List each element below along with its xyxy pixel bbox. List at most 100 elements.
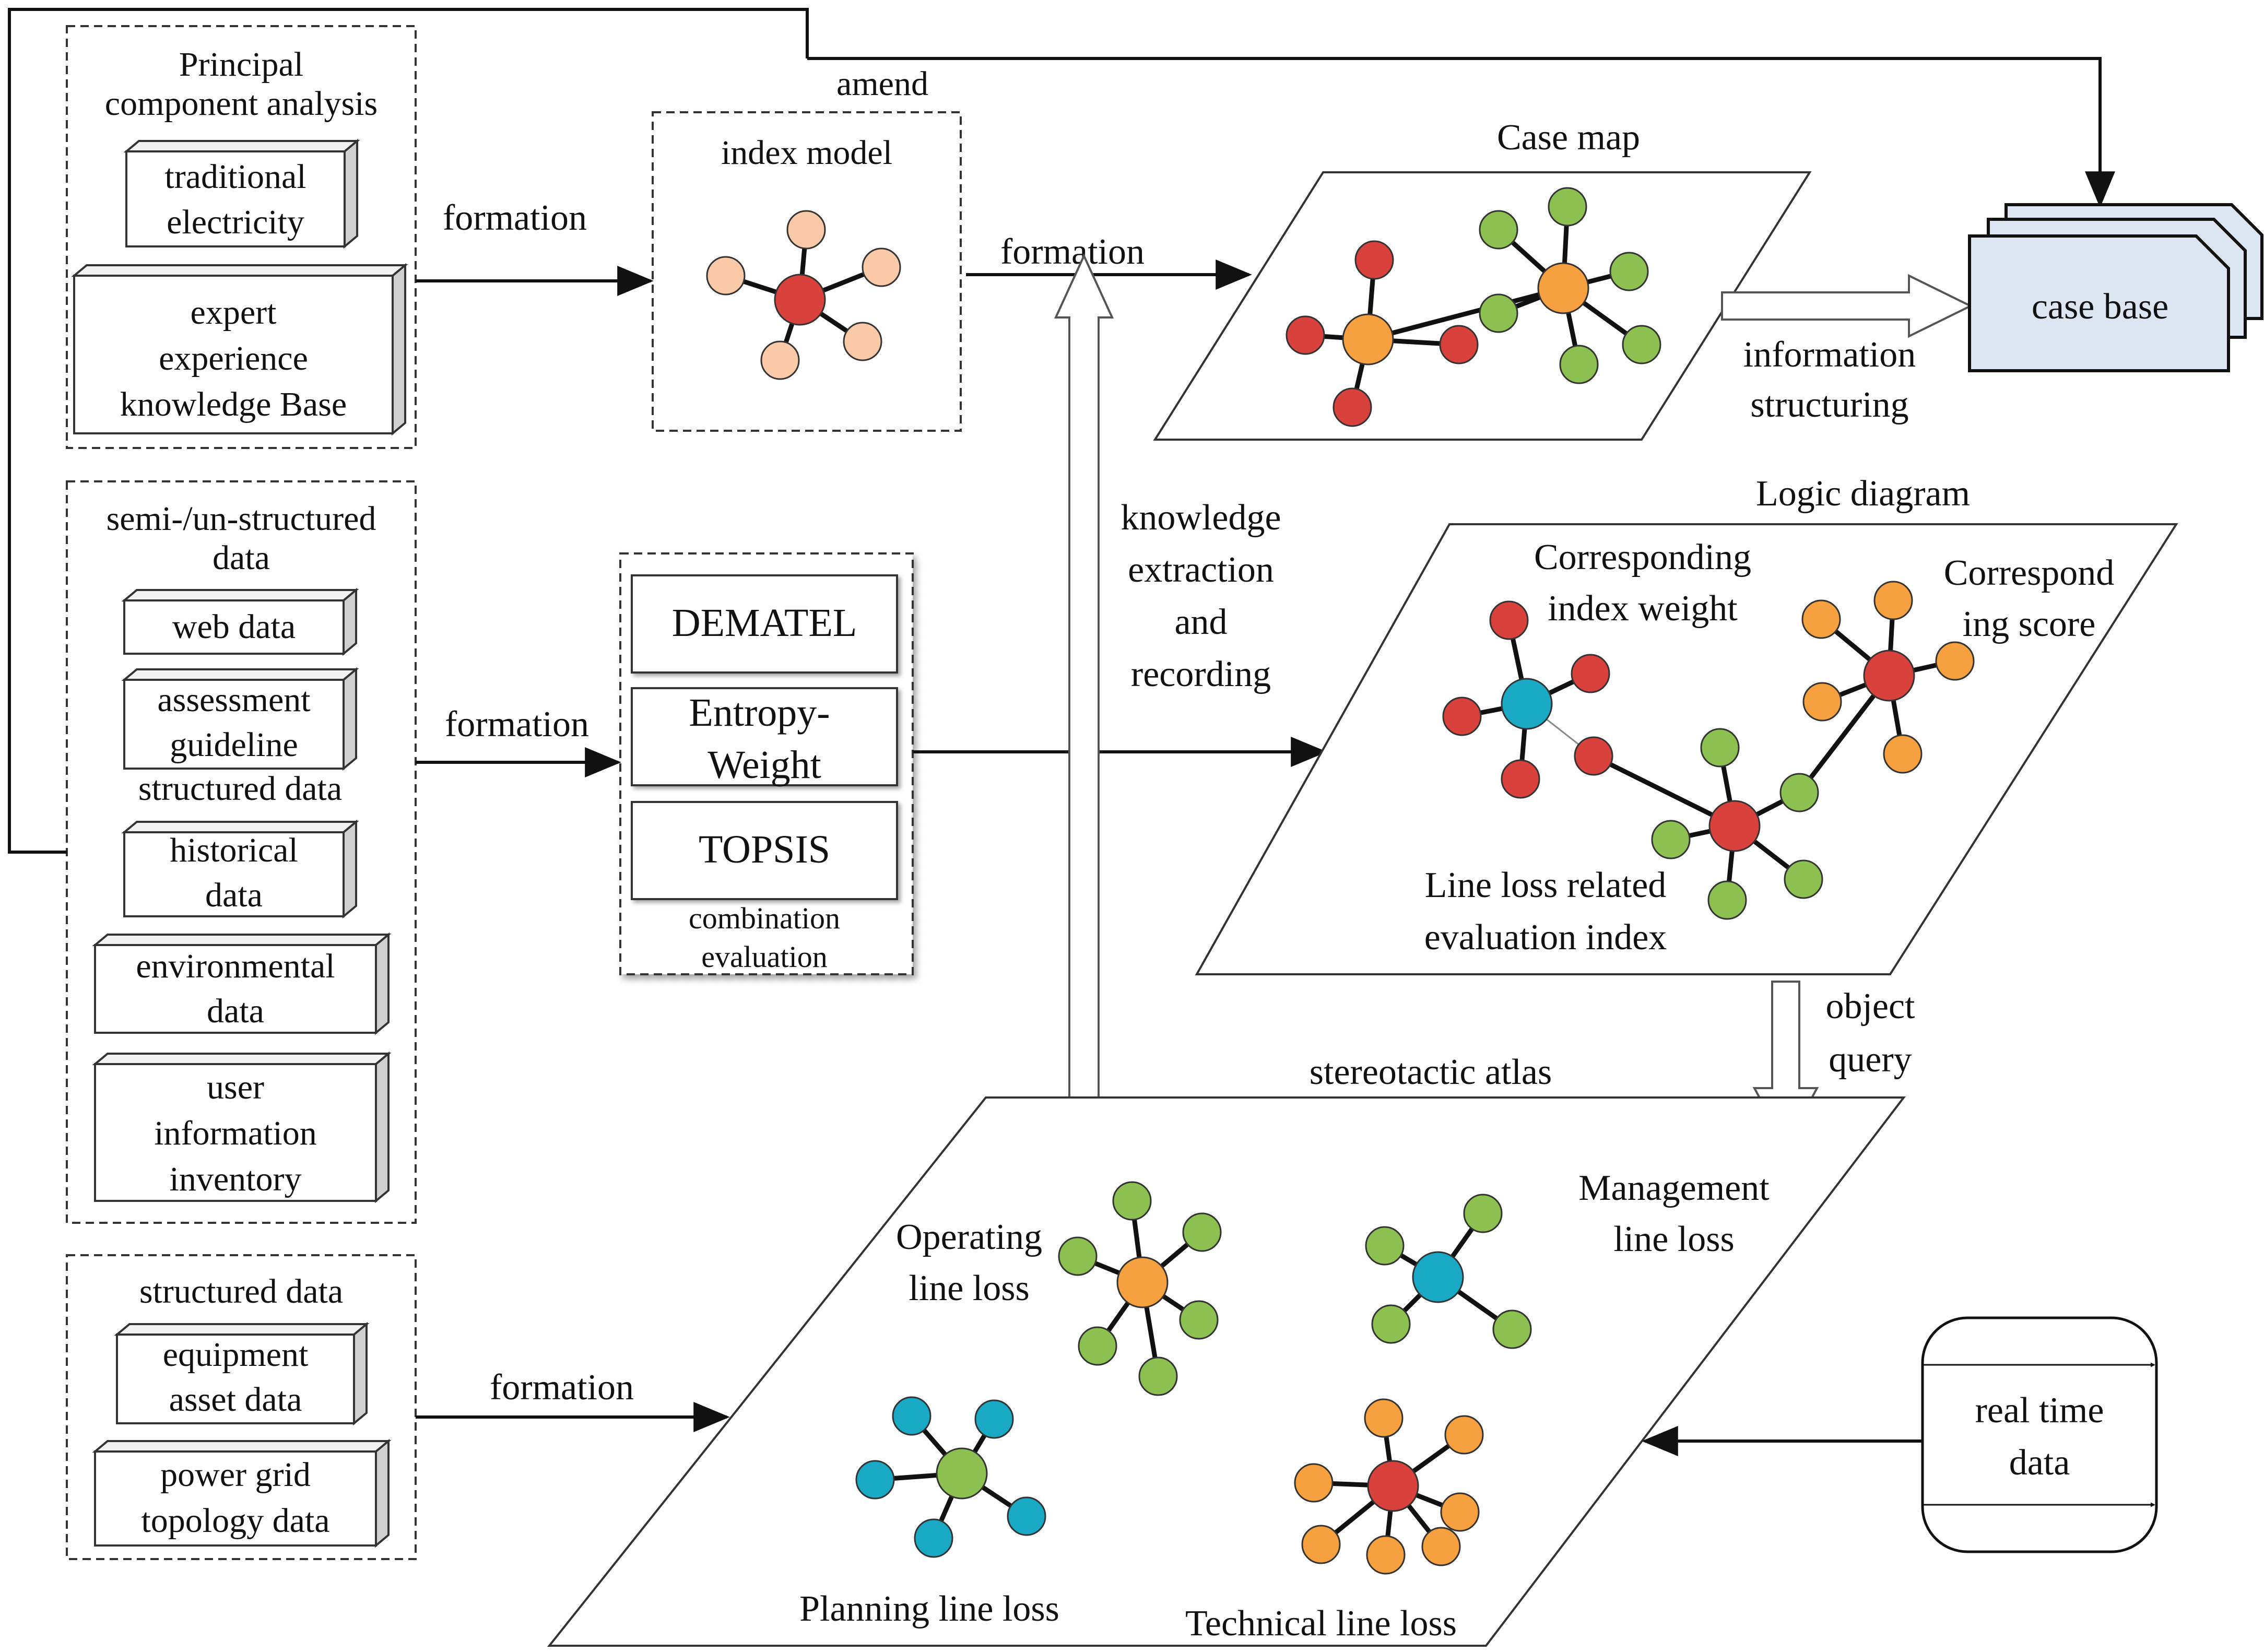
node-green — [1479, 293, 1518, 333]
node-red — [1571, 654, 1610, 693]
operating-label-line-2: line loss — [909, 1268, 1029, 1308]
node-cyan — [1007, 1496, 1046, 1536]
node-cyan — [974, 1399, 1014, 1439]
node-green — [1548, 187, 1587, 227]
node-orange — [1873, 581, 1913, 620]
structured-group: structured data equipment asset data pow… — [66, 1254, 417, 1560]
node-orange-center — [1537, 262, 1589, 314]
item-label: power grid — [160, 1456, 311, 1494]
info-label-line-2: structuring — [1750, 385, 1908, 425]
method-topsis-label: TOPSIS — [699, 828, 830, 871]
method-entropy-weight — [631, 687, 898, 786]
management-label-line-2: line loss — [1613, 1219, 1734, 1259]
logic-weight-label-line-1: Corresponding — [1534, 537, 1751, 577]
index-model-box: index model — [652, 111, 962, 432]
method-topsis — [631, 801, 898, 900]
node-red-center — [1708, 800, 1761, 852]
object-query-line-2: query — [1829, 1040, 1912, 1080]
semi-mid-title: structured data — [138, 770, 342, 808]
node-red — [1574, 736, 1613, 776]
node-red — [1286, 315, 1325, 355]
real-time-label-line-1: real time — [1975, 1390, 2104, 1431]
info-label-line-1: information — [1743, 335, 1916, 375]
case-map-title: Case map — [1497, 117, 1640, 158]
atlas-title: stereotactic atlas — [1310, 1052, 1552, 1092]
item-label: topology data — [141, 1502, 329, 1540]
node-orange — [1301, 1525, 1341, 1564]
semi-structured-group: semi-/un-structured data web data assess… — [66, 480, 417, 1224]
node-green — [1492, 1309, 1532, 1349]
logic-diagram-plane: Logic diagram — [1195, 474, 2178, 975]
case-base-stack: case base — [1968, 203, 2263, 372]
object-query-line-1: object — [1825, 986, 1915, 1026]
pca-title-line-1: Principal — [179, 45, 303, 84]
planning-line-loss-graph — [855, 1396, 1046, 1558]
case-base-front — [1968, 234, 2230, 372]
formation-label-4: formation — [490, 1367, 634, 1408]
node-cyan-center — [1412, 1251, 1464, 1303]
node-green — [1112, 1181, 1152, 1221]
formation-label-1: formation — [443, 198, 587, 238]
semi-item-web-data: web data — [121, 587, 359, 656]
node-cyan — [855, 1460, 895, 1500]
item-label: traditional — [164, 158, 306, 196]
node-orange — [1802, 682, 1842, 722]
technical-label: Technical line loss — [1185, 1603, 1457, 1644]
node-green — [1784, 859, 1823, 899]
node-orange — [1935, 641, 1975, 681]
item-label: data — [207, 992, 264, 1030]
item-label: information — [154, 1114, 317, 1152]
item-label: web data — [172, 608, 296, 646]
node-green — [1700, 728, 1740, 768]
technical-line-loss-graph — [1294, 1398, 1484, 1575]
node-green — [1138, 1356, 1178, 1396]
node-red — [1501, 759, 1540, 799]
node-green — [1182, 1212, 1222, 1252]
node-cyan — [914, 1518, 953, 1558]
node-orange — [1883, 734, 1923, 774]
semi-item-user-information: user information inventory — [92, 1051, 392, 1203]
node-red — [1442, 697, 1482, 736]
item-label: environmental — [136, 947, 335, 985]
entropy-line-2: Weight — [708, 743, 821, 787]
logic-line-loss-label-line-2: evaluation index — [1424, 917, 1667, 958]
methods-caption-line-2: evaluation — [701, 940, 828, 974]
item-label: guideline — [170, 726, 298, 764]
node-peach — [862, 247, 901, 287]
node-green — [1179, 1300, 1219, 1340]
node-orange — [1294, 1463, 1334, 1503]
item-label: experience — [159, 339, 308, 377]
node-red — [1333, 387, 1372, 427]
node-orange — [1440, 1492, 1480, 1532]
management-line-loss-graph — [1365, 1194, 1532, 1349]
node-red-center — [1367, 1460, 1419, 1512]
knowledge-label-line-3: and — [1174, 602, 1227, 642]
knowledge-label-line-4: recording — [1131, 654, 1271, 694]
node-green — [1779, 773, 1819, 812]
methods-caption-line-1: combination — [689, 901, 840, 935]
node-red-center — [774, 274, 826, 326]
node-green — [1463, 1194, 1503, 1233]
real-time-label-line-2: data — [2009, 1443, 2070, 1483]
logic-score-label-line-2: ing score — [1963, 604, 2096, 644]
knowledge-label-line-1: knowledge — [1121, 498, 1281, 538]
node-orange — [1366, 1535, 1406, 1575]
semi-item-historical-data: historical data — [121, 819, 359, 919]
management-label-line-1: Management — [1578, 1168, 1770, 1208]
method-entropy-weight-label: Entropy- Weight — [689, 691, 840, 787]
real-time-data-box: real time data — [1921, 1316, 2158, 1553]
node-peach — [760, 340, 800, 380]
node-green — [1371, 1304, 1411, 1344]
semi-item-environmental-data: environmental data — [92, 932, 392, 1035]
logic-score-label-line-1: Correspond — [1944, 553, 2115, 593]
pca-item-traditional-electricity: traditional electricity — [123, 138, 360, 249]
pca-item-expert-experience: expert experience knowledge Base — [71, 263, 408, 436]
item-label: electricity — [167, 203, 304, 241]
formation-label-3: formation — [1000, 232, 1145, 272]
node-orange — [1801, 599, 1841, 639]
node-peach — [786, 210, 826, 250]
item-label: knowledge Base — [120, 385, 347, 423]
pca-dashed-box — [66, 25, 417, 449]
index-model-graph — [706, 210, 901, 380]
